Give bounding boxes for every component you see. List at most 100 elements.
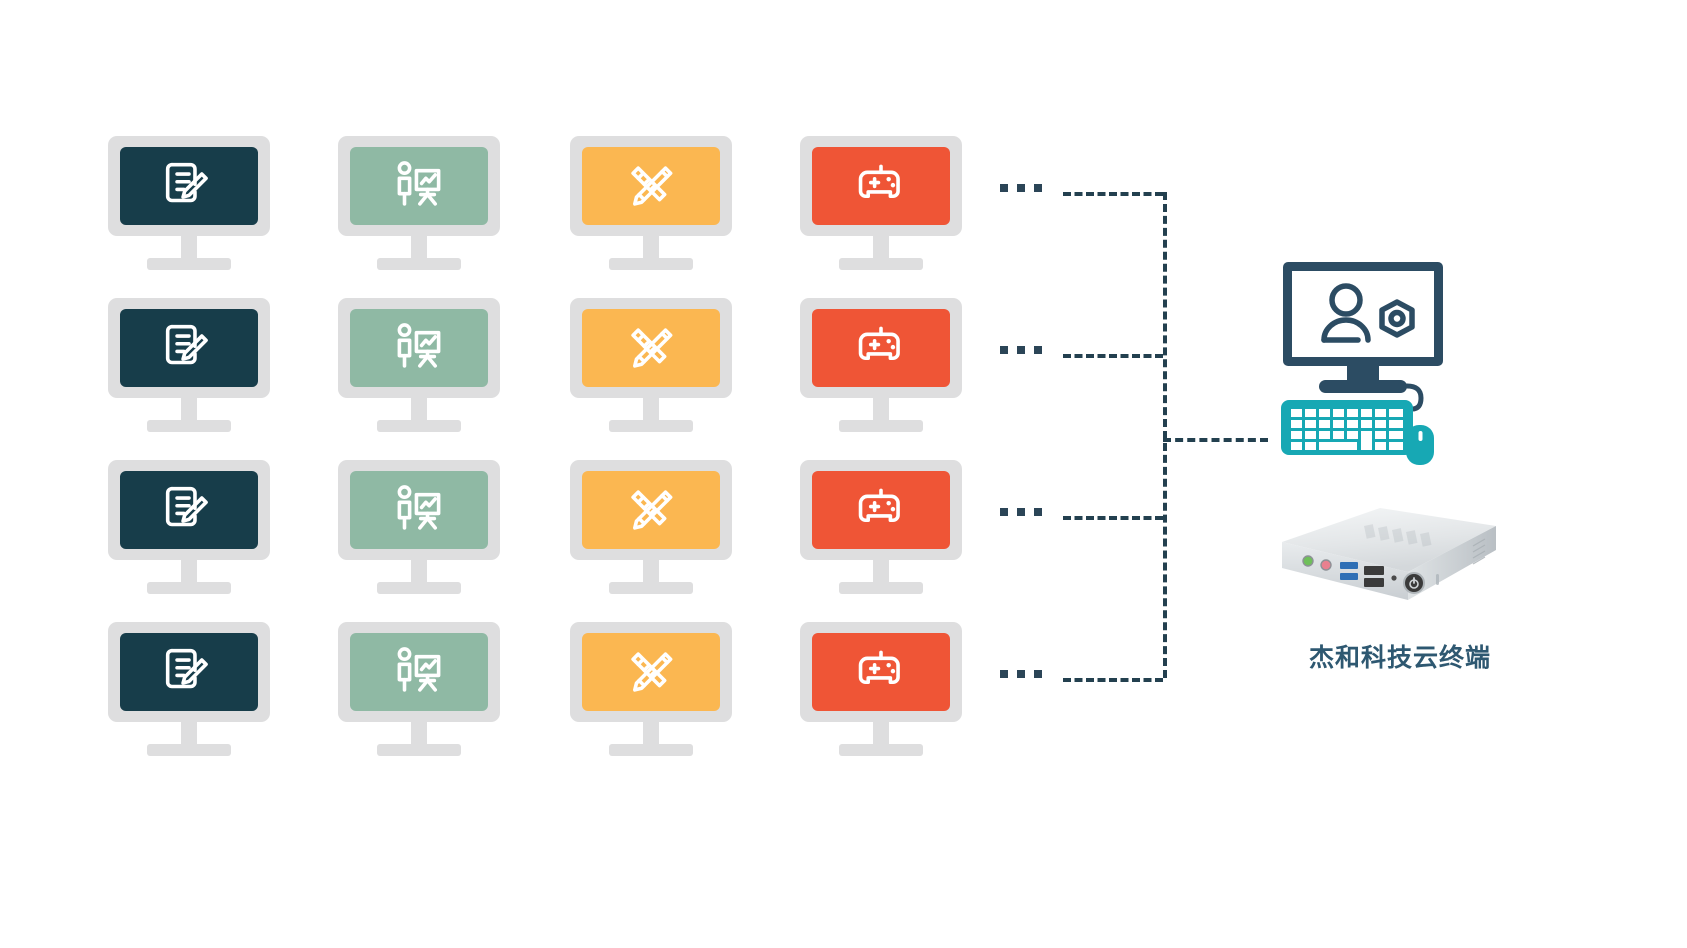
monitor-screen: [120, 633, 258, 711]
monitor-base: [147, 744, 231, 756]
client-monitor-document[interactable]: [108, 460, 270, 594]
admin-workstation: [1281, 258, 1481, 468]
pencil-ruler-icon: [631, 166, 673, 206]
monitor-neck: [643, 722, 659, 744]
network-trunk-to-server: [1163, 438, 1268, 442]
ellipsis-dot: [1000, 184, 1008, 192]
presentation-icon: [397, 161, 441, 206]
client-monitor-document[interactable]: [108, 136, 270, 270]
monitor-neck: [411, 722, 427, 744]
monitor-screen: [582, 147, 720, 225]
monitor-neck: [181, 722, 197, 744]
monitor-neck: [873, 236, 889, 258]
monitor-bezel: [108, 136, 270, 236]
gamepad-icon: [858, 164, 900, 199]
monitor-screen: [812, 147, 950, 225]
pencil-ruler-icon: [631, 328, 673, 368]
ellipsis-row-3: [1000, 508, 1042, 516]
monitor-screen: [350, 309, 488, 387]
usb30-port-2: [1340, 573, 1358, 580]
minipc-caption: 杰和科技云终端: [1308, 643, 1491, 672]
document-edit-icon: [165, 324, 208, 365]
client-monitor-design[interactable]: [570, 298, 732, 432]
presentation-icon: [397, 647, 441, 692]
monitor-neck: [873, 560, 889, 582]
ellipsis-row-1: [1000, 184, 1042, 192]
monitor-base: [609, 420, 693, 432]
client-monitor-document[interactable]: [108, 622, 270, 756]
monitor-base: [377, 744, 461, 756]
monitor-bezel: [338, 298, 500, 398]
client-monitor-gaming[interactable]: [800, 136, 962, 270]
client-monitor-presentation[interactable]: [338, 298, 500, 432]
monitor-base: [147, 582, 231, 594]
monitor-base: [147, 420, 231, 432]
ellipsis-dot: [1017, 346, 1025, 354]
monitor-base: [839, 258, 923, 270]
cloud-terminal-minipc: [1268, 500, 1498, 625]
monitor-neck: [181, 398, 197, 420]
client-monitor-gaming[interactable]: [800, 622, 962, 756]
side-vents: [1472, 538, 1486, 565]
document-edit-icon: [165, 648, 208, 689]
monitor-screen: [350, 471, 488, 549]
monitor-base: [147, 258, 231, 270]
ellipsis-dot: [1034, 670, 1042, 678]
monitor-neck: [643, 398, 659, 420]
network-vertical-bus: [1163, 192, 1167, 678]
audio-out-jack: [1302, 555, 1314, 567]
client-monitor-presentation[interactable]: [338, 622, 500, 756]
monitor-bezel: [108, 298, 270, 398]
ellipsis-dot: [1034, 508, 1042, 516]
usb30-port-1: [1340, 562, 1358, 569]
monitor-base: [377, 582, 461, 594]
monitor-base: [609, 744, 693, 756]
mic-in-jack: [1320, 559, 1332, 571]
keyboard-icon: [1281, 400, 1413, 455]
monitor-bezel: [800, 298, 962, 398]
ellipsis-dot: [1000, 346, 1008, 354]
client-monitor-presentation[interactable]: [338, 136, 500, 270]
monitor-screen: [120, 471, 258, 549]
network-branch-row-2: [1063, 354, 1163, 358]
gamepad-icon: [858, 488, 900, 523]
client-monitor-gaming[interactable]: [800, 298, 962, 432]
monitor-bezel: [570, 298, 732, 398]
monitor-bezel: [108, 622, 270, 722]
client-monitor-gaming[interactable]: [800, 460, 962, 594]
monitor-screen: [812, 309, 950, 387]
monitor-neck: [643, 236, 659, 258]
monitor-base: [839, 420, 923, 432]
monitor-base: [609, 582, 693, 594]
usb20-port-1: [1364, 566, 1384, 575]
monitor-screen: [120, 309, 258, 387]
pencil-ruler-icon: [631, 652, 673, 692]
document-edit-icon: [165, 162, 208, 203]
gamepad-icon: [858, 326, 900, 361]
ellipsis-dot: [1000, 508, 1008, 516]
client-monitor-design[interactable]: [570, 460, 732, 594]
monitor-bezel: [800, 136, 962, 236]
monitor-bezel: [570, 136, 732, 236]
client-monitor-presentation[interactable]: [338, 460, 500, 594]
monitor-neck: [643, 560, 659, 582]
monitor-screen: [582, 471, 720, 549]
monitor-neck: [411, 236, 427, 258]
monitor-bezel: [108, 460, 270, 560]
document-edit-icon: [165, 486, 208, 527]
client-monitor-design[interactable]: [570, 136, 732, 270]
ellipsis-dot: [1034, 184, 1042, 192]
monitor-base: [839, 744, 923, 756]
monitor-base: [377, 420, 461, 432]
monitor-bezel: [570, 622, 732, 722]
client-monitor-design[interactable]: [570, 622, 732, 756]
pencil-ruler-icon: [631, 490, 673, 530]
monitor-bezel: [338, 460, 500, 560]
gamepad-icon: [858, 650, 900, 685]
reset-pinhole: [1391, 575, 1397, 581]
monitor-screen: [582, 633, 720, 711]
client-monitor-document[interactable]: [108, 298, 270, 432]
network-branch-row-3: [1063, 516, 1163, 520]
monitor-screen: [120, 147, 258, 225]
monitor-neck: [411, 560, 427, 582]
